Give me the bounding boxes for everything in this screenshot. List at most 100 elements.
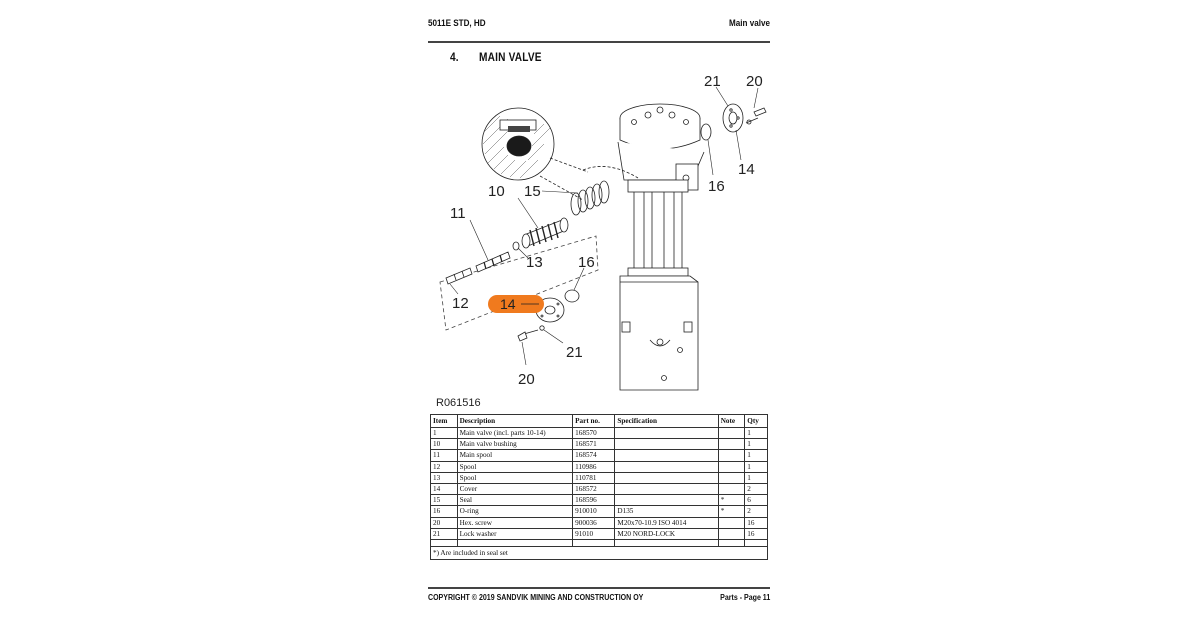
cell-description: Hex. screw — [456, 516, 574, 529]
cell-note: * — [717, 494, 746, 507]
callout-20-top: 20 — [746, 73, 763, 90]
cell-specification: D135 — [614, 505, 719, 518]
cell-item: 14 — [430, 482, 458, 496]
cell-qty: 2 — [744, 482, 768, 496]
callout-16-right: 16 — [708, 178, 725, 195]
cell-qty: 1 — [744, 426, 768, 440]
cell-item: 13 — [430, 471, 458, 484]
callout-11: 11 — [450, 205, 466, 222]
cell-item: 10 — [430, 438, 458, 451]
exploded-view-drawing: 21 20 14 16 10 15 11 13 16 12 14 21 20 R… — [436, 73, 767, 409]
cell-item: 15 — [430, 494, 458, 507]
table-footnote: *) Are included in seal set — [430, 545, 768, 560]
hex-screw-bottom — [517, 329, 539, 342]
cell-item: 1 — [430, 426, 458, 440]
callout-21-bottom: 21 — [566, 344, 583, 361]
cell-part-no: 168572 — [572, 482, 616, 496]
cell-specification — [614, 482, 719, 496]
cell-description: Main valve (incl. parts 10-14) — [456, 426, 574, 440]
table-header-row: Item Description Part no. Specification … — [430, 414, 768, 428]
cell-specification — [614, 449, 719, 462]
cell-item: 20 — [430, 516, 458, 529]
footer-rule — [428, 587, 770, 589]
cell-part-no: 900036 — [572, 516, 616, 529]
cell-item: 16 — [430, 505, 458, 518]
header-model: 5011E STD, HD — [428, 18, 486, 28]
parts-table: Item Description Part no. Specification … — [430, 414, 768, 560]
cell-specification: M20x70-10.9 ISO 4014 — [614, 516, 719, 529]
cell-item: 11 — [430, 449, 458, 462]
manual-page: 5011E STD, HD Main valve 4.MAIN VALVE — [428, 0, 772, 630]
cell-part-no: 110986 — [572, 460, 616, 473]
cell-note — [717, 449, 746, 462]
col-description: Description — [456, 414, 574, 428]
cell-part-no: 168574 — [572, 449, 616, 462]
cell-qty: 1 — [744, 449, 768, 462]
cell-note — [717, 527, 746, 540]
cell-description: Spool — [456, 471, 574, 484]
drawing-id: R061516 — [436, 397, 481, 409]
cell-description: Spool — [456, 460, 574, 473]
cell-note — [717, 438, 746, 451]
col-item: Item — [430, 414, 458, 428]
cell-specification — [614, 460, 719, 473]
cell-qty: 2 — [744, 505, 768, 518]
callout-14-highlighted: 14 — [500, 296, 516, 312]
cell-part-no: 91010 — [572, 527, 616, 540]
col-specification: Specification — [614, 414, 719, 428]
cell-qty: 1 — [744, 471, 768, 484]
cell-qty: 1 — [744, 460, 768, 473]
footer-page-number: Parts - Page 11 — [720, 593, 771, 602]
cell-part-no: 168570 — [572, 426, 616, 440]
page-footer: COPYRIGHT © 2019 SANDVIK MINING AND CONS… — [428, 593, 770, 602]
callout-10: 10 — [488, 183, 505, 200]
table-footnote-row: *) Are included in seal set — [430, 545, 768, 560]
cell-part-no: 910010 — [572, 505, 616, 518]
cell-note — [717, 482, 746, 496]
cell-qty: 6 — [744, 494, 768, 507]
callout-20-bottom: 20 — [518, 371, 535, 388]
cell-description: O-ring — [456, 505, 574, 518]
section-number: 4. — [450, 52, 459, 64]
cell-description: Seal — [456, 494, 574, 507]
table-spacer-row — [430, 538, 768, 547]
cell-description: Main valve bushing — [456, 438, 574, 451]
callout-13: 13 — [526, 254, 543, 271]
cell-item: 21 — [430, 527, 458, 540]
cell-note — [717, 426, 746, 440]
cell-part-no: 168596 — [572, 494, 616, 507]
callout-12: 12 — [452, 295, 469, 312]
callout-15: 15 — [524, 183, 541, 200]
cell-note — [717, 460, 746, 473]
spool — [445, 267, 473, 285]
highlight-marker — [488, 295, 544, 313]
cell-specification — [614, 471, 719, 484]
cell-qty: 16 — [744, 516, 768, 529]
cell-specification: M20 NORD-LOCK — [614, 527, 719, 540]
cell-note — [717, 516, 746, 529]
cell-qty: 1 — [744, 438, 768, 451]
footer-copyright: COPYRIGHT © 2019 SANDVIK MINING AND CONS… — [428, 593, 644, 602]
cell-specification — [614, 494, 719, 507]
col-qty: Qty — [744, 414, 768, 428]
spool-small — [512, 241, 520, 251]
cover-top-right — [700, 103, 767, 141]
cell-item: 12 — [430, 460, 458, 473]
callout-16-left: 16 — [578, 254, 595, 271]
page-header: 5011E STD, HD Main valve — [428, 18, 770, 32]
cell-description: Main spool — [456, 449, 574, 462]
cell-note: * — [717, 505, 746, 518]
cell-part-no: 110781 — [572, 471, 616, 484]
header-rule — [428, 41, 770, 43]
callout-14-right: 14 — [738, 161, 755, 178]
valve-body — [617, 103, 705, 391]
